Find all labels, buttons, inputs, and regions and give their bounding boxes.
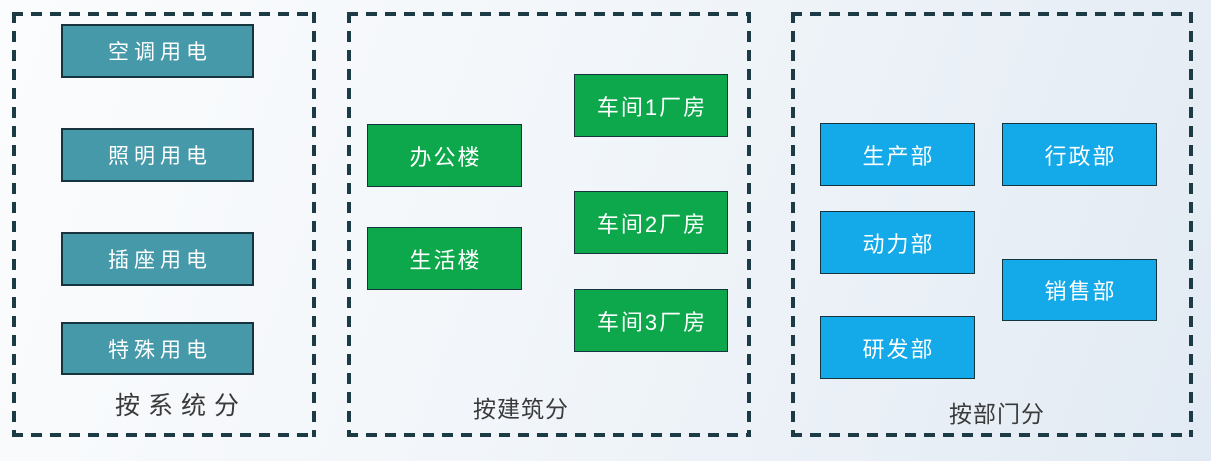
node-lighting-power: 照明用电 — [61, 128, 254, 182]
node-socket-power: 插座用电 — [61, 232, 254, 286]
panel-caption-by-department: 按部门分 — [949, 401, 1045, 427]
node-rnd-dept: 研发部 — [820, 316, 975, 379]
node-living-building: 生活楼 — [367, 227, 522, 290]
node-sales-dept: 销售部 — [1002, 259, 1157, 321]
node-workshop1-plant: 车间1厂房 — [574, 74, 728, 137]
node-admin-dept: 行政部 — [1002, 123, 1157, 186]
node-ac-power: 空调用电 — [61, 24, 254, 78]
node-workshop3-plant: 车间3厂房 — [574, 289, 728, 352]
panel-by-system: 空调用电 照明用电 插座用电 特殊用电 按系统分 — [12, 12, 316, 437]
node-production-dept: 生产部 — [820, 123, 975, 186]
node-power-dept: 动力部 — [820, 211, 975, 274]
node-office-building: 办公楼 — [367, 124, 522, 187]
panel-by-building: 办公楼 生活楼 车间1厂房 车间2厂房 车间3厂房 按建筑分 — [347, 12, 751, 437]
panel-caption-by-system: 按系统分 — [114, 392, 247, 420]
node-special-power: 特殊用电 — [61, 322, 254, 375]
node-workshop2-plant: 车间2厂房 — [574, 191, 728, 254]
panel-caption-by-building: 按建筑分 — [473, 396, 569, 422]
panel-by-department: 生产部 行政部 动力部 销售部 研发部 按部门分 — [791, 12, 1193, 437]
